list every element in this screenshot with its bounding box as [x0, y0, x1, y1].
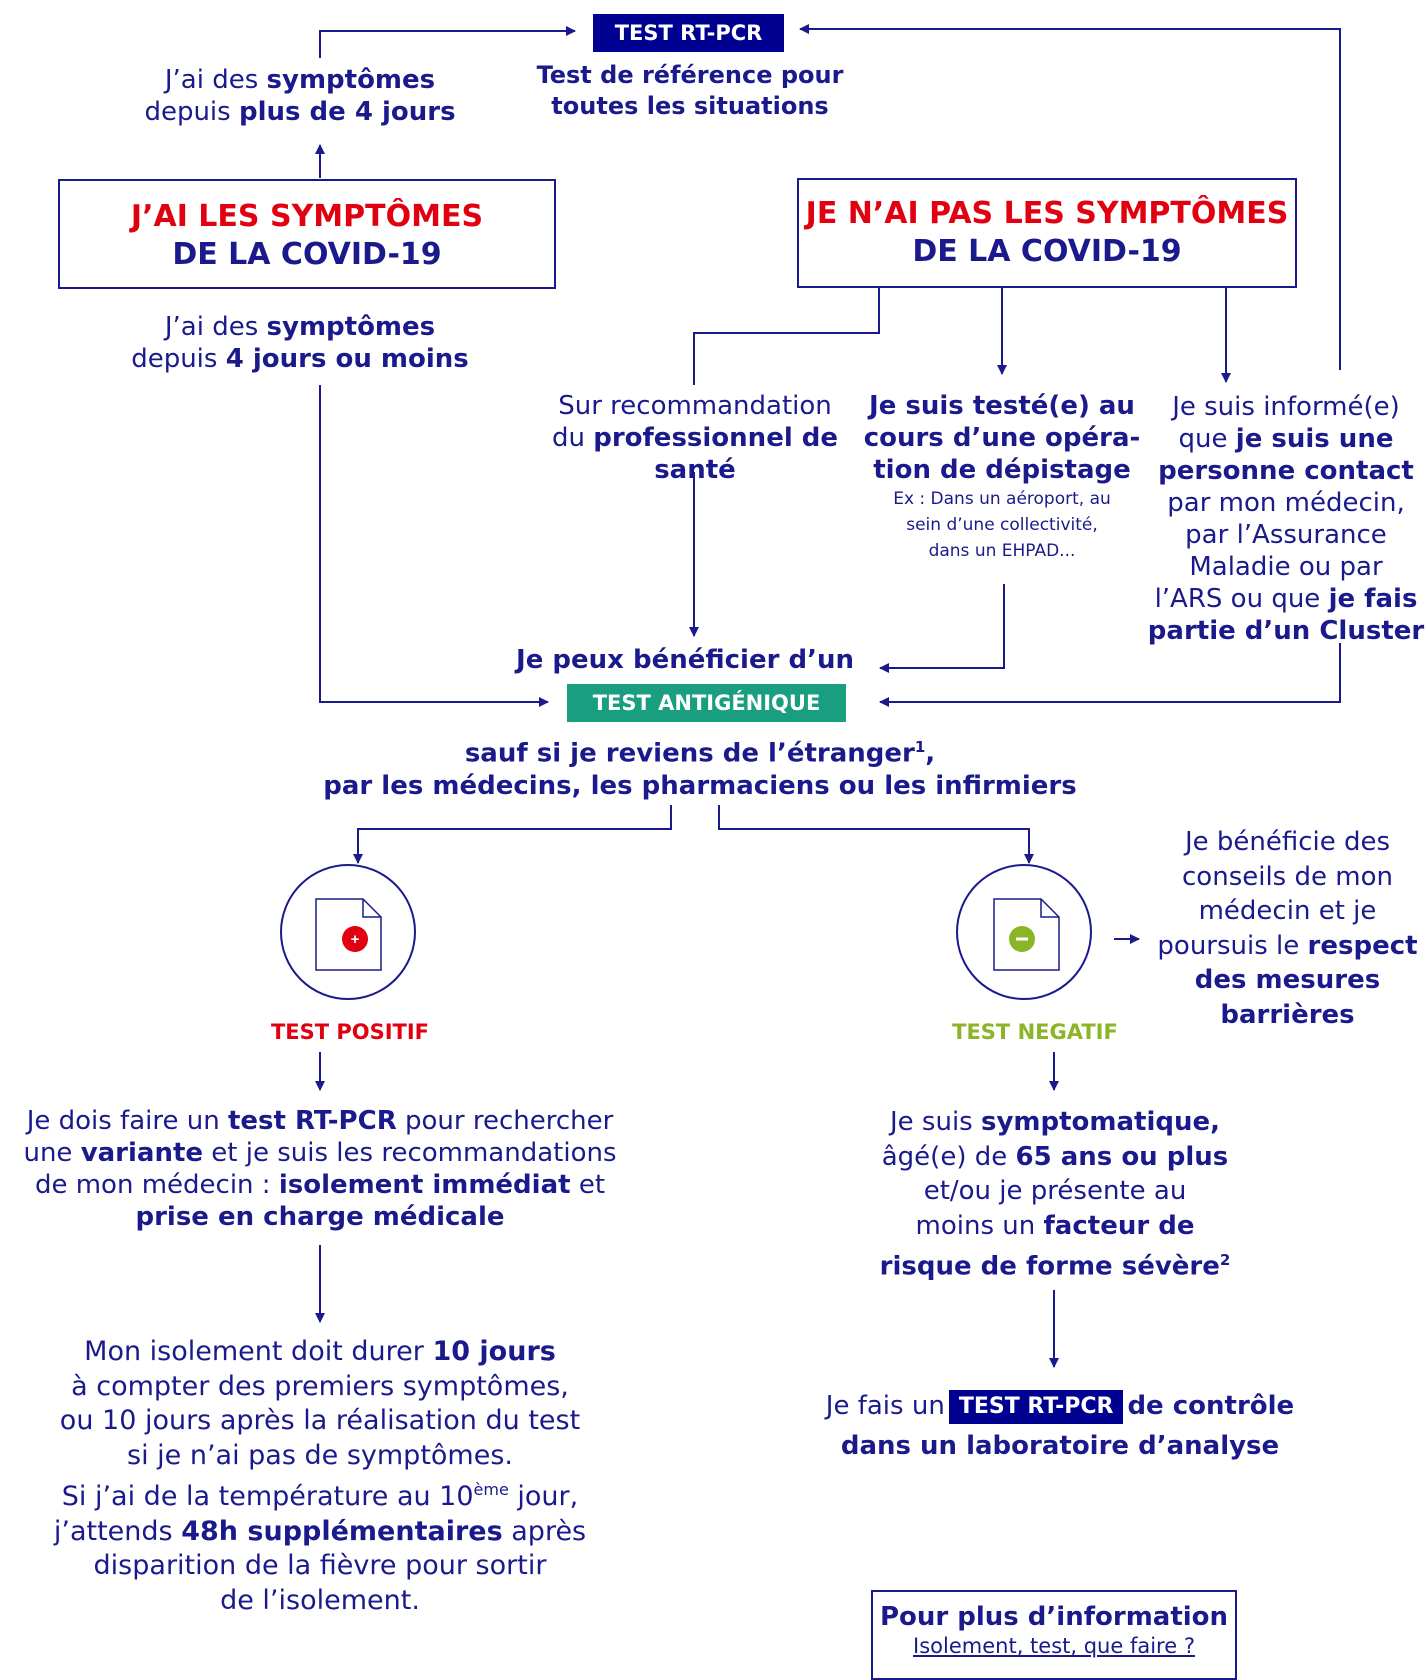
isolation-duration: Mon isolement doit durer 10 jours à comp…: [53, 1336, 587, 1616]
arrow-to-negative: [718, 805, 1034, 864]
more-info-box: Pour plus d’information Isolement, test,…: [871, 1590, 1237, 1680]
arrow-contact-to-antigen: [879, 643, 1341, 707]
arrow-to-rtpcr-left: [319, 26, 576, 58]
no-symptoms-box: JE N’AI PAS LES SYMPTÔMES DE LA COVID-19: [797, 178, 1297, 288]
symptoms-4-days-or-less: J’ai des symptômes depuis 4 jours ou moi…: [131, 312, 469, 374]
antigen-intro: Je peux bénéficier d’un: [516, 645, 854, 675]
negative-document-icon: [956, 864, 1092, 1000]
rtpcr-top-pill: TEST RT-PCR: [593, 14, 784, 52]
rtpcr-description: Test de référence pour toutes les situat…: [536, 61, 844, 120]
arrow-symptoms-to-antigen: [319, 385, 549, 707]
branch-screening: Je suis testé(e) au cours d’une opéra- t…: [863, 391, 1141, 561]
more-info-link[interactable]: Isolement, test, que faire ?: [913, 1634, 1195, 1658]
negative-advice: Je bénéficie des conseils de mon médecin…: [1157, 827, 1418, 1030]
branch-contact: Je suis informé(e) que je suis une perso…: [1147, 392, 1425, 646]
positive-document-icon: +: [280, 864, 416, 1000]
arrow-to-rtpcr-right: [799, 24, 1341, 370]
test-negative-label: TEST NEGATIF: [952, 1020, 1118, 1044]
antigen-test-pill: TEST ANTIGÉNIQUE: [567, 684, 846, 722]
svg-text:+: +: [351, 931, 360, 948]
positive-instructions: Je dois faire un test RT-PCR pour recher…: [23, 1106, 617, 1232]
symptoms-box: J’AI LES SYMPTÔMES DE LA COVID-19: [58, 179, 556, 289]
line-to-reco: [693, 287, 880, 385]
rtpcr-control-pill: TEST RT-PCR: [948, 1389, 1124, 1424]
more-info-title: Pour plus d’information: [879, 1602, 1229, 1632]
antigen-conditions: sauf si je reviens de l’étranger1, par l…: [323, 738, 1077, 801]
arrow-depistage-to-antigen: [879, 584, 1005, 673]
test-positive-label: TEST POSITIF: [270, 1020, 430, 1044]
symptoms-over-4-days: J’ai des symptômes depuis plus de 4 jour…: [144, 65, 456, 127]
branch-recommendation: Sur recommandation du professionnel de s…: [551, 391, 839, 485]
arrow-to-positive: [353, 805, 672, 864]
negative-risk-conditions: Je suis symptomatique, âgé(e) de 65 ans …: [879, 1107, 1231, 1282]
